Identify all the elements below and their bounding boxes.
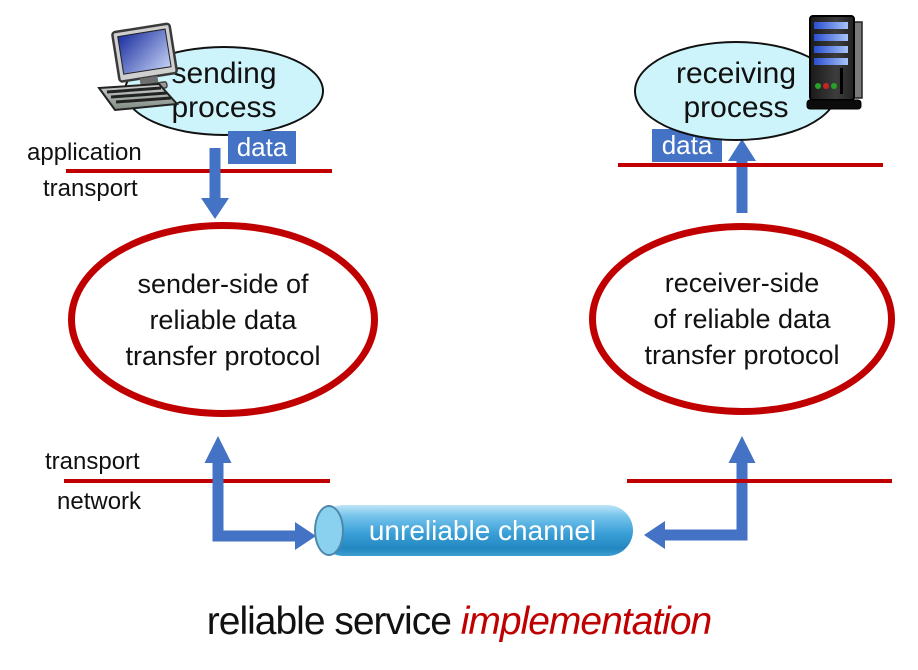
receiver-protocol-line1: receiver-side — [664, 268, 820, 298]
transport-layer-label-top: transport — [43, 175, 138, 202]
data-up-arrow — [728, 139, 756, 213]
receiver-protocol-line2: of reliable data — [653, 304, 831, 334]
network-layer-label: network — [57, 488, 142, 515]
receiving-process-ellipse: receiving process — [634, 41, 838, 141]
sender-protocol-ellipse: sender-side of reliable data transfer pr… — [68, 222, 378, 417]
layer-boundary-line-top-left — [66, 169, 332, 173]
data-down-arrow — [201, 148, 229, 219]
sender-data-label: data — [236, 132, 288, 162]
sender-protocol-line2: reliable data — [149, 304, 297, 335]
receiving-process-label-line1: receiving — [675, 57, 797, 90]
transport-layer-label-bottom: transport — [45, 448, 140, 475]
caption-normal: reliable service — [206, 600, 452, 643]
receiver-protocol-ellipse: receiver-side of reliable data transfer … — [589, 223, 895, 415]
application-layer-label: application — [27, 139, 142, 166]
unreliable-channel-cap — [314, 505, 344, 556]
sending-process-label-line1: sending — [171, 57, 277, 90]
sender-data-badge: data — [228, 131, 296, 164]
unreliable-channel-label: unreliable channel — [368, 514, 597, 546]
caption-emphasis: implementation — [460, 600, 712, 643]
sending-process-label-line2: process — [171, 91, 277, 124]
layer-boundary-line-bottom-left — [64, 479, 330, 483]
sending-process-ellipse: sending process — [124, 46, 324, 136]
receiving-process-label-line2: process — [683, 91, 789, 124]
unreliable-channel-cylinder: unreliable channel — [318, 505, 633, 556]
layer-boundary-line-top-right — [618, 163, 883, 167]
desktop-computer-icon — [97, 22, 180, 112]
receiver-channel-arrow — [644, 436, 756, 549]
layer-boundary-line-bottom-right — [627, 479, 892, 483]
sender-protocol-line3: transfer protocol — [125, 340, 321, 371]
sender-channel-arrow — [204, 436, 316, 550]
receiver-protocol-line3: transfer protocol — [644, 340, 840, 370]
sender-protocol-line1: sender-side of — [137, 268, 309, 299]
server-tower-icon — [806, 15, 863, 110]
caption: reliable service implementation — [0, 600, 918, 644]
